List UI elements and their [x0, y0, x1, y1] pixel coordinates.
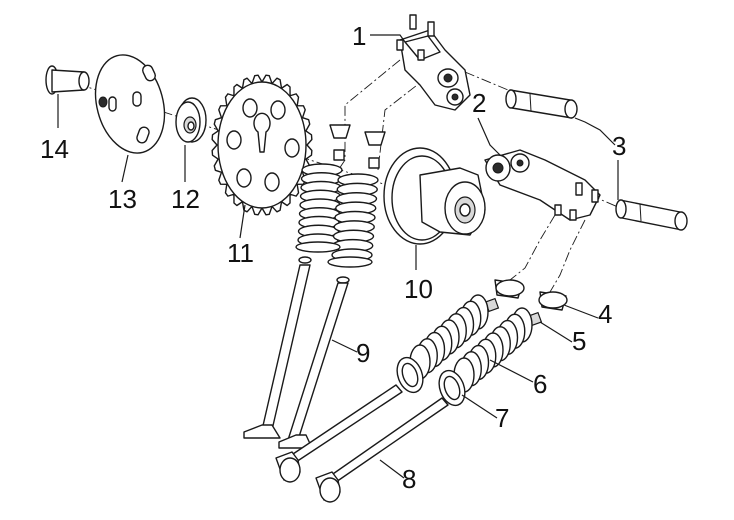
callout-2: 2	[472, 88, 486, 118]
part-6-valve-springs	[409, 294, 533, 393]
part-10-camshaft	[383, 147, 486, 245]
part-3-rocker-shaft-upper	[505, 89, 578, 119]
callout-1: 1	[352, 21, 366, 51]
part-11-sprocket	[211, 74, 313, 216]
callout-12: 12	[171, 184, 200, 214]
callout-6: 6	[533, 369, 547, 399]
callout-7: 7	[495, 403, 509, 433]
part-2-rocker-arm	[484, 149, 601, 221]
part-4-retainers	[494, 279, 568, 311]
callout-13: 13	[108, 184, 137, 214]
part-12-washer	[175, 97, 207, 143]
callout-10: 10	[404, 274, 433, 304]
callout-4: 4	[598, 299, 612, 329]
part-1-rocker-arm	[396, 14, 471, 111]
callout-11: 11	[227, 238, 254, 268]
part-3-rocker-shaft-lower	[615, 199, 688, 231]
part-8-valves	[275, 384, 449, 503]
callout-5: 5	[572, 326, 586, 356]
callout-labels: 1 2 3 4 5 6 7 8 9 10 11 12 13 14	[40, 21, 626, 494]
part-13-plate	[94, 54, 166, 154]
callout-3: 3	[612, 131, 626, 161]
part-14-pin	[45, 65, 90, 95]
callout-14: 14	[40, 134, 69, 164]
leader-lines	[57, 34, 619, 479]
part-9-left-valve-assembly	[243, 124, 386, 449]
callout-9: 9	[356, 338, 370, 368]
part-7-spring-seats	[396, 356, 466, 407]
callout-8: 8	[402, 464, 416, 494]
